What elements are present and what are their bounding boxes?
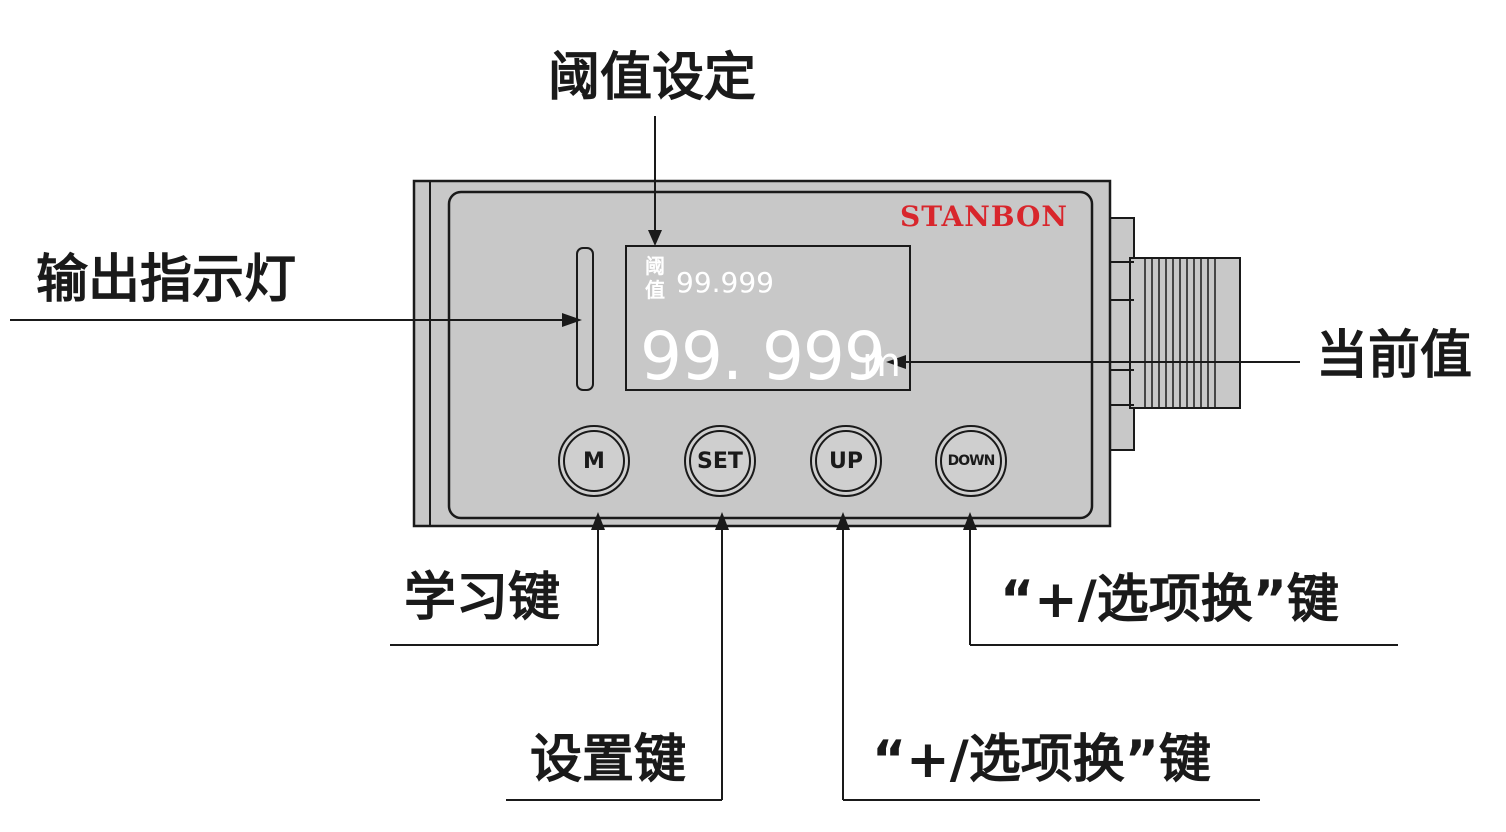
callout-threshold-setting: 阈值设定 bbox=[548, 48, 757, 108]
m-button[interactable]: M bbox=[558, 425, 630, 497]
m-button-label: M bbox=[563, 430, 625, 492]
set-button[interactable]: SET bbox=[684, 425, 756, 497]
arrow-heads bbox=[562, 230, 977, 530]
threshold-char-1: 阈 bbox=[645, 254, 665, 278]
output-indicator-light bbox=[576, 247, 594, 391]
brand-logo: STANBON bbox=[900, 200, 1069, 233]
callout-output-indicator: 输出指示灯 bbox=[36, 250, 297, 310]
unit-label: m bbox=[862, 340, 901, 386]
current-value-display: 99. 999 bbox=[640, 318, 886, 395]
down-button-label: DOWN bbox=[940, 430, 1002, 492]
threshold-char-2: 值 bbox=[645, 278, 665, 302]
callout-up-key: “+/选项换”键 bbox=[872, 730, 1211, 790]
connector bbox=[1107, 217, 1241, 451]
callout-down-key: “+/选项换”键 bbox=[1000, 570, 1339, 630]
leader-lines bbox=[10, 116, 1398, 801]
set-button-label: SET bbox=[689, 430, 751, 492]
display-screen bbox=[625, 245, 911, 391]
callout-current-value: 当前值 bbox=[1316, 326, 1473, 386]
threshold-value: 99.999 bbox=[676, 266, 774, 299]
callout-learn-key: 学习键 bbox=[404, 568, 561, 628]
down-button[interactable]: DOWN bbox=[935, 425, 1007, 497]
callout-set-key: 设置键 bbox=[530, 730, 687, 790]
up-button-label: UP bbox=[815, 430, 877, 492]
up-button[interactable]: UP bbox=[810, 425, 882, 497]
